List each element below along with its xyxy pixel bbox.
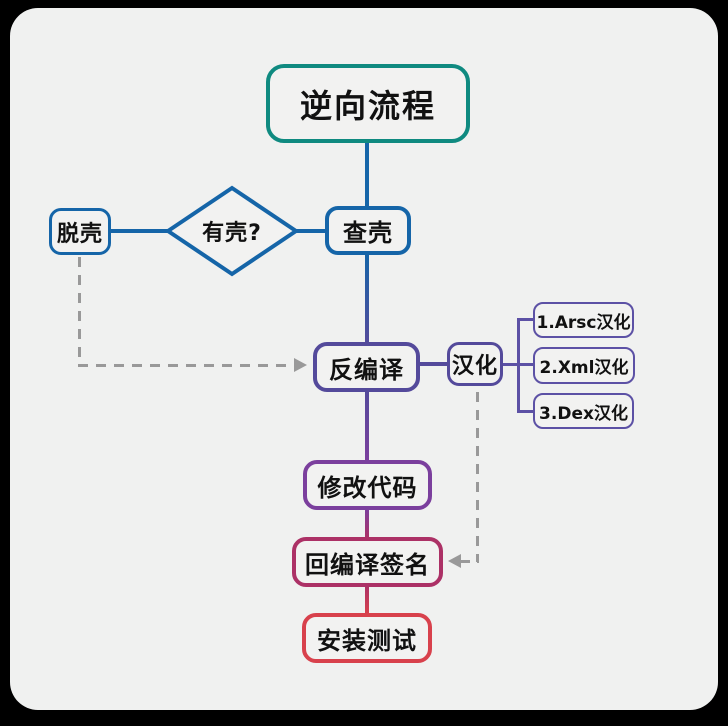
- connector-recompile-to-install: [365, 586, 369, 614]
- connector-checkshell-to-decompile: [365, 254, 369, 344]
- node-install-test: 安装测试: [302, 613, 432, 663]
- node-install-test-label: 安装测试: [317, 626, 417, 655]
- bracket-stub-dex: [517, 410, 534, 413]
- node-localize-label: 汉化: [451, 354, 498, 379]
- connector-decompile-to-localize: [419, 362, 448, 366]
- connector-title-to-checkshell: [365, 141, 369, 207]
- node-unpack: 脱壳: [49, 208, 111, 255]
- bracket-stub-arsc: [517, 318, 534, 321]
- dashed-connector-unpack-horizontal: [78, 364, 294, 367]
- dashed-connector-unpack-vertical: [78, 257, 81, 367]
- node-localize: 汉化: [447, 342, 503, 386]
- node-recompile-sign-label: 回编译签名: [305, 550, 430, 579]
- node-decompile-label: 反编译: [329, 355, 404, 384]
- connector-decompile-to-modify: [365, 391, 369, 461]
- connector-checkshell-to-hasshell: [296, 229, 326, 233]
- node-has-shell-decision: 有壳?: [165, 185, 299, 277]
- node-title-label: 逆向流程: [299, 86, 436, 125]
- bracket-vertical-line: [517, 318, 520, 413]
- diamond-shape: [165, 185, 299, 277]
- node-check-shell-label: 查壳: [343, 219, 393, 247]
- node-has-shell-label: 有壳?: [202, 221, 262, 246]
- node-decompile: 反编译: [313, 342, 420, 392]
- node-dex-localize: 3.Dex汉化: [533, 393, 634, 429]
- node-arsc-localize-label: 1.Arsc汉化: [536, 312, 631, 333]
- node-arsc-localize: 1.Arsc汉化: [533, 302, 634, 338]
- arrowhead-right-icon: [294, 358, 307, 372]
- node-title: 逆向流程: [266, 64, 470, 143]
- node-check-shell: 查壳: [325, 206, 411, 255]
- node-dex-localize-label: 3.Dex汉化: [539, 403, 628, 424]
- connector-hasshell-to-unpack: [110, 229, 168, 233]
- node-xml-localize: 2.Xml汉化: [533, 347, 635, 384]
- dashed-connector-localize-horizontal: [461, 560, 479, 563]
- connector-modify-to-recompile: [365, 509, 369, 538]
- arrowhead-left-icon: [448, 554, 461, 568]
- node-unpack-label: 脱壳: [56, 221, 103, 247]
- node-modify-code: 修改代码: [303, 460, 432, 510]
- dashed-connector-localize-vertical: [476, 392, 479, 562]
- node-modify-code-label: 修改代码: [317, 473, 418, 502]
- node-recompile-sign: 回编译签名: [292, 537, 443, 587]
- node-xml-localize-label: 2.Xml汉化: [539, 358, 629, 378]
